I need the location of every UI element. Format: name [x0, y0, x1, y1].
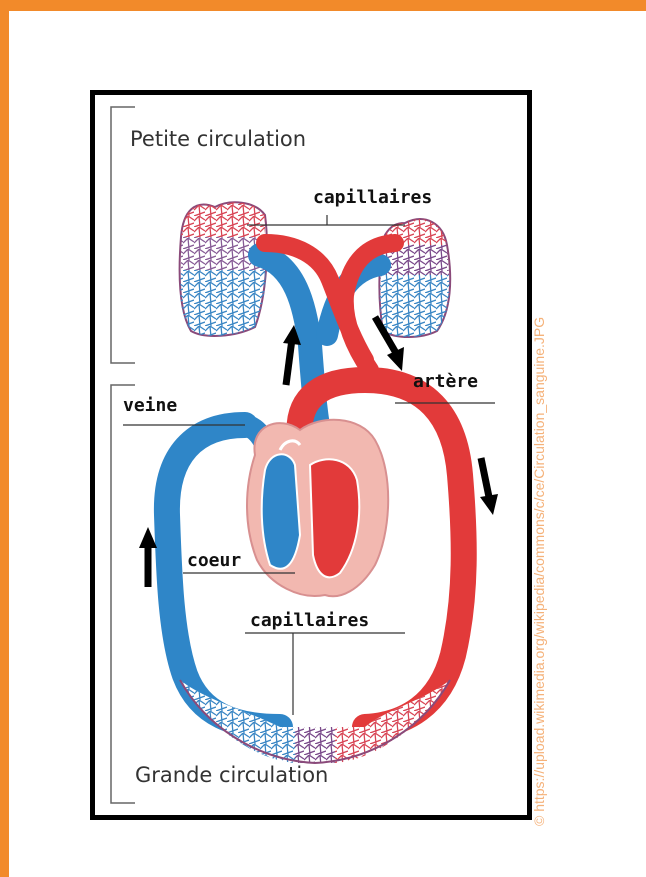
orange-left-border [0, 0, 9, 877]
capillaires-bottom-label: capillaires [250, 610, 369, 631]
diagram-drawing [95, 95, 527, 815]
circulation-diagram: Petite circulation capillaires artère ve… [90, 90, 532, 820]
grande-circulation-label: Grande circulation [135, 763, 328, 787]
petite-circulation-label: Petite circulation [130, 127, 306, 151]
flow-arrow-down-systemic [480, 458, 498, 515]
flow-arrow-up-systemic [139, 527, 157, 587]
orange-top-border [0, 0, 646, 11]
artere-label: artère [413, 371, 478, 392]
coeur-label: coeur [187, 550, 241, 571]
systemic-capillaries [180, 680, 450, 763]
veine-label: veine [123, 395, 177, 416]
left-lung [180, 202, 267, 336]
heart [247, 420, 388, 596]
image-credit: © https://upload.wikimedia.org/wikipedia… [531, 317, 547, 826]
grande-circulation-bracket [111, 385, 135, 803]
capillaires-top-label: capillaires [313, 187, 432, 208]
